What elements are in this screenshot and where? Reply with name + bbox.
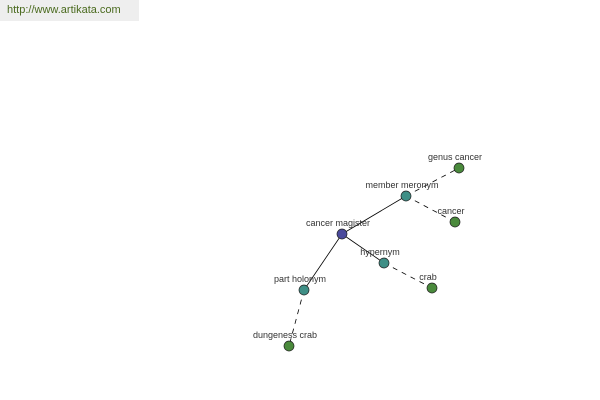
node-label: cancer <box>437 206 464 216</box>
node-circle[interactable] <box>449 216 461 228</box>
node-label: hypernym <box>360 247 400 257</box>
node-circle[interactable] <box>298 284 310 296</box>
node-genus-cancer[interactable]: genus cancer <box>428 152 482 174</box>
node-crab[interactable]: crab <box>419 272 438 294</box>
graph-edges <box>288 167 460 347</box>
node-label: cancer magister <box>306 218 370 228</box>
node-part-holonym[interactable]: part holonym <box>274 274 326 296</box>
node-label: genus cancer <box>428 152 482 162</box>
node-circle[interactable] <box>426 282 438 294</box>
node-circle[interactable] <box>378 257 390 269</box>
graph-nodes: cancer magister member meronym hypernym par… <box>253 152 482 352</box>
node-circle[interactable] <box>400 190 412 202</box>
edge-center-member_meronym <box>341 195 407 235</box>
node-circle[interactable] <box>283 340 295 352</box>
edge-center-hypernym <box>341 233 385 264</box>
edge-center-part_holonym <box>303 233 343 291</box>
node-hypernym[interactable]: hypernym <box>360 247 400 269</box>
url-banner: http://www.artikata.com <box>0 0 139 21</box>
node-cancer[interactable]: cancer <box>437 206 465 228</box>
node-label: member meronym <box>365 180 438 190</box>
site-url[interactable]: http://www.artikata.com <box>7 4 121 16</box>
node-center[interactable]: cancer magister <box>306 218 370 240</box>
node-dungeness-crab[interactable]: dungeness crab <box>253 330 317 352</box>
node-circle[interactable] <box>336 228 348 240</box>
node-label: crab <box>419 272 437 282</box>
node-label: part holonym <box>274 274 326 284</box>
node-member-meronym[interactable]: member meronym <box>365 180 439 202</box>
node-circle[interactable] <box>453 162 465 174</box>
node-label: dungeness crab <box>253 330 317 340</box>
